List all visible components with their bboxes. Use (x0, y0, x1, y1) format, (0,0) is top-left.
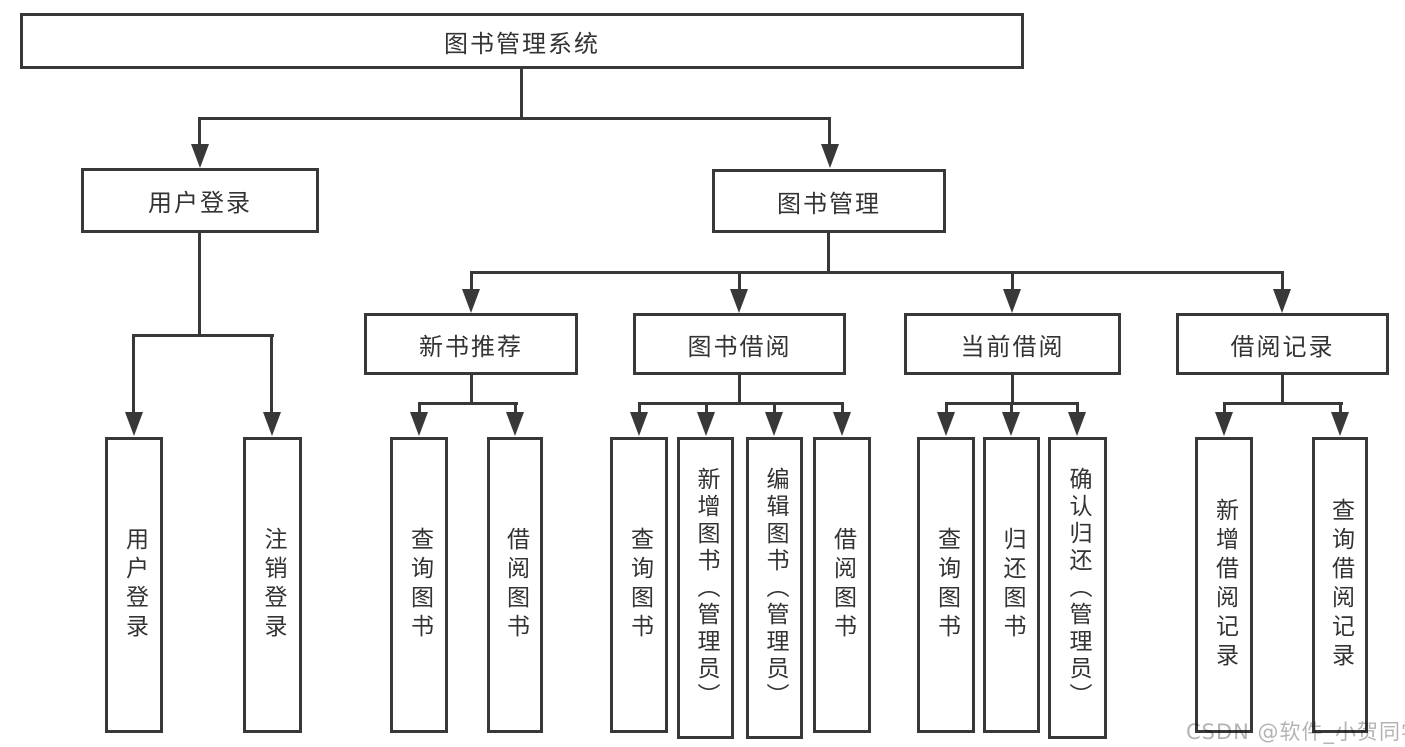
connector-bookborrow-split (638, 402, 844, 405)
leaf-return-book-label: 归还图书 (999, 527, 1025, 643)
connector-root-stem (520, 69, 523, 120)
node-book-management: 图书管理 (712, 169, 946, 233)
node-book-management-label: 图书管理 (777, 189, 881, 218)
arrowhead-down-icon (410, 412, 428, 436)
leaf-borrow-query-label: 查询图书 (626, 527, 653, 643)
node-book-borrow: 图书借阅 (633, 313, 846, 375)
leaf-confirm-return-admin-label: 确认归还（管理员） (1065, 466, 1091, 710)
leaf-add-book-admin-label: 新增图书（管理员） (693, 466, 719, 710)
leaf-add-borrow-record-label: 新增借阅记录 (1211, 498, 1238, 672)
connector-to-leaf (945, 402, 948, 415)
leaf-newbook-borrow: 借阅图书 (487, 437, 543, 733)
arrowhead-down-icon (1331, 412, 1349, 436)
connector-to-leaf (1076, 402, 1079, 415)
connector-to-level3 (1011, 271, 1014, 292)
arrowhead-down-icon (833, 412, 851, 436)
connector-to-leaf (514, 402, 517, 415)
arrowhead-down-icon (1002, 412, 1020, 436)
connector-book-mgmt-split (470, 271, 1284, 274)
connector-root-split (199, 117, 831, 120)
connector-to-leaf (841, 402, 844, 415)
leaf-newbook-borrow-label: 借阅图书 (502, 527, 529, 643)
arrowhead-down-icon (1273, 289, 1291, 313)
leaf-add-borrow-record: 新增借阅记录 (1195, 437, 1253, 733)
leaf-edit-book-admin: 编辑图书（管理员） (746, 437, 803, 739)
leaf-query-borrow-record-label: 查询借阅记录 (1327, 498, 1354, 672)
leaf-edit-book-admin-label: 编辑图书（管理员） (762, 466, 788, 710)
arrowhead-down-icon (462, 289, 480, 313)
connector-to-leaf (773, 402, 776, 415)
arrowhead-down-icon (1068, 412, 1086, 436)
connector-to-user-login (198, 117, 201, 146)
arrowhead-down-icon (191, 144, 209, 168)
connector-to-leaf (418, 402, 421, 415)
node-current-borrow: 当前借阅 (904, 313, 1121, 375)
leaf-user-login-label: 用户登录 (121, 527, 148, 643)
connector-to-leaf (1223, 402, 1226, 415)
connector-to-leaf (1339, 402, 1342, 415)
leaf-query-borrow-record: 查询借阅记录 (1312, 437, 1368, 733)
leaf-return-book: 归还图书 (983, 437, 1040, 733)
leaf-user-login: 用户登录 (105, 437, 163, 733)
connector-user-login-stem (198, 233, 201, 337)
arrowhead-down-icon (1003, 289, 1021, 313)
connector-currentborrow-stem (1011, 375, 1014, 405)
connector-to-leaf (705, 402, 708, 415)
leaf-newbook-query: 查询图书 (390, 437, 448, 733)
leaf-logout: 注销登录 (243, 437, 302, 733)
connector-borrowrecord-stem (1281, 375, 1284, 405)
connector-to-book-management (828, 117, 831, 146)
node-borrow-record-label: 借阅记录 (1230, 332, 1335, 361)
leaf-borrow-book: 借阅图书 (813, 437, 871, 733)
node-root-system: 图书管理系统 (20, 13, 1024, 69)
leaf-current-query-label: 查询图书 (933, 527, 960, 643)
connector-to-level3 (470, 271, 473, 292)
arrowhead-down-icon (730, 289, 748, 313)
node-new-book-recommend: 新书推荐 (364, 313, 578, 375)
node-borrow-record: 借阅记录 (1176, 313, 1389, 375)
connector-book-mgmt-stem (827, 233, 830, 274)
node-user-login-label: 用户登录 (148, 189, 252, 217)
leaf-newbook-query-label: 查询图书 (406, 527, 433, 643)
connector-newbook-stem (470, 375, 473, 405)
node-book-borrow-label: 图书借阅 (687, 332, 792, 361)
node-current-borrow-label: 当前借阅 (960, 332, 1065, 361)
watermark-text: CSDN @软件_小贺同学 (1186, 720, 1405, 744)
arrowhead-down-icon (630, 412, 648, 436)
node-root-label: 图书管理系统 (444, 29, 600, 58)
connector-to-leaf (638, 402, 641, 415)
connector-to-level3 (1281, 271, 1284, 292)
arrowhead-down-icon (937, 412, 955, 436)
arrowhead-down-icon (506, 412, 524, 436)
connector-borrowrecord-split (1223, 402, 1343, 405)
leaf-add-book-admin: 新增图书（管理员） (677, 437, 734, 739)
connector-to-leaf (270, 334, 273, 414)
connector-to-leaf (1010, 402, 1013, 415)
arrowhead-down-icon (263, 412, 281, 436)
leaf-borrow-book-label: 借阅图书 (829, 527, 856, 643)
arrowhead-down-icon (697, 412, 715, 436)
leaf-current-query: 查询图书 (917, 437, 975, 733)
leaf-borrow-query: 查询图书 (610, 437, 668, 733)
connector-user-login-split (133, 334, 274, 337)
arrowhead-down-icon (125, 412, 143, 436)
arrowhead-down-icon (1215, 412, 1233, 436)
arrowhead-down-icon (765, 412, 783, 436)
leaf-confirm-return-admin: 确认归还（管理员） (1048, 437, 1107, 739)
connector-to-level3 (738, 271, 741, 292)
connector-bookborrow-stem (738, 375, 741, 405)
node-user-login: 用户登录 (81, 168, 319, 233)
connector-to-leaf (132, 334, 135, 414)
leaf-logout-label: 注销登录 (260, 527, 286, 643)
connector-newbook-split (418, 402, 518, 405)
arrowhead-down-icon (821, 144, 839, 168)
node-new-book-recommend-label: 新书推荐 (419, 332, 523, 361)
